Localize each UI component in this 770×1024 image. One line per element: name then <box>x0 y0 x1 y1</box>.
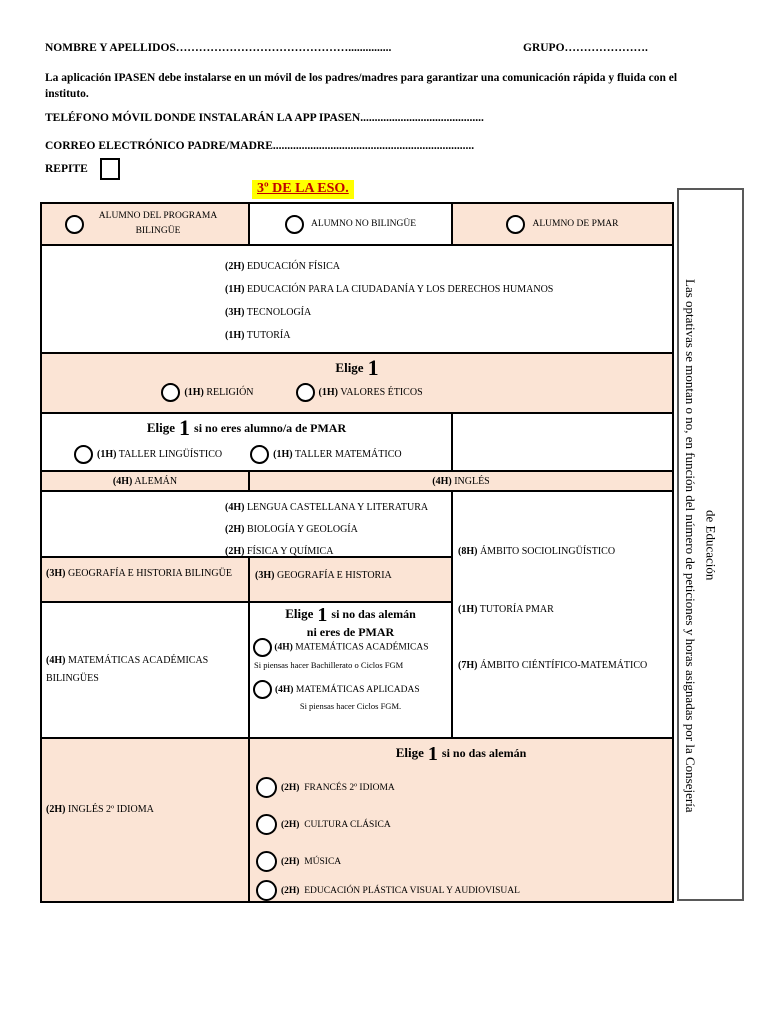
ingles-label: INGLÉS <box>454 475 490 487</box>
elige-taller-cell: Elige 1 si no eres alumno/a de PMAR (1H)… <box>40 412 453 472</box>
name-field-row: NOMBRE Y APELLIDOS……………………………………….......… <box>45 42 391 54</box>
radio-musica[interactable] <box>256 851 277 872</box>
mates-aplicadas-note: Si piensas hacer Ciclos FGM. <box>299 701 402 711</box>
name-blank[interactable]: ………………………………………............... <box>175 42 392 54</box>
option-plastica: (2H) EDUCACIÓN PLÁSTICA VISUAL Y AUDIOVI… <box>256 880 520 901</box>
email-field-row: CORREO ELECTRÓNICO PADRE/MADRE..........… <box>45 140 474 152</box>
subject-ambito-sociolinguistico: (8H) ÁMBITO SOCIOLINGÜÍSTICO <box>458 546 616 557</box>
option-valores-eticos: (1H) VALORES ÉTICOS <box>295 383 423 402</box>
header-cell-no-bilingue: ALUMNO NO BILINGÜE <box>248 202 453 246</box>
radio-alumno-bilingue[interactable] <box>64 214 84 234</box>
taller-options-row: (1H) TALLER LINGÜÍSTICO (1H) TALLER MATE… <box>42 445 451 464</box>
subject-ciudadania: (1H) EDUCACIÓN PARA LA CIUDADANÍA Y LOS … <box>225 284 554 295</box>
radio-alumno-no-bilingue[interactable] <box>284 214 304 234</box>
name-label: NOMBRE Y APELLIDOS <box>45 42 176 54</box>
elige-optativas-cell: Elige 1 si no das alemán (2H) FRANCÉS 2º… <box>248 737 674 903</box>
troncales-cell: (4H) LENGUA CASTELLANA Y LITERATURA (2H)… <box>40 490 453 558</box>
phone-field-row: TELÉFONO MÓVIL DONDE INSTALARÁN LA APP I… <box>45 112 484 124</box>
header-cell-bilingue: ALUMNO DEL PROGRAMA BILINGÜE <box>40 202 250 246</box>
radio-cultura-clasica[interactable] <box>256 814 277 835</box>
option-mates-academicas: (4H) MATEMÁTICAS ACADÉMICAS <box>250 638 451 657</box>
header-label-pmar: ALUMNO DE PMAR <box>532 218 619 229</box>
radio-mates-academicas[interactable] <box>253 638 272 657</box>
geo-cell: (3H) GEOGRAFÍA E HISTORIA <box>248 556 453 603</box>
header-label-bilingue: ALUMNO DEL PROGRAMA BILINGÜE <box>98 211 218 236</box>
subject-lengua: (4H) LENGUA CASTELLANA Y LITERATURA <box>225 502 429 513</box>
radio-valores-eticos[interactable] <box>295 383 315 402</box>
geo-bilingue-cell: (3H) GEOGRAFÍA E HISTORIA BILINGÜE <box>40 556 250 603</box>
subject-ambito-cientifico: (7H) ÁMBITO CIÉNTÍFICO-MATEMÁTICO <box>458 660 648 671</box>
sidebar-note-box: Las optativas se montan o no, en función… <box>677 188 744 901</box>
aleman-band-cell: (4H) ALEMÁN <box>40 470 250 492</box>
subject-fisica-quimica: (2H) FÍSICA Y QUÍMICA <box>225 546 334 557</box>
elige-taller-title: Elige 1 si no eres alumno/a de PMAR <box>146 415 347 440</box>
elige-mates-cell: Elige 1 si no das alemán ni eres de PMAR… <box>248 601 453 739</box>
radio-taller-linguistico[interactable] <box>74 445 93 464</box>
empty-cell <box>451 412 674 472</box>
option-frances: (2H) FRANCÉS 2º IDIOMA <box>256 777 395 798</box>
option-religion: (1H) RELIGIÓN <box>161 383 254 402</box>
common-subjects-cell: (2H) EDUCACIÓN FÍSICA (1H) EDUCACIÓN PAR… <box>40 244 674 354</box>
elige-optativas-title: Elige 1 si no das alemán <box>395 743 527 765</box>
radio-alumno-pmar[interactable] <box>506 214 526 234</box>
subject-tutoria: (1H) TUTORÍA <box>225 330 291 341</box>
elige-religion-title: Elige 1 <box>335 355 379 380</box>
option-mates-aplicadas: (4H) MATEMÁTICAS APLICADAS <box>250 680 451 699</box>
repite-row: REPITE <box>45 158 120 180</box>
repite-checkbox[interactable] <box>99 158 120 180</box>
group-field-row: GRUPO…………………. <box>523 42 648 54</box>
page-title: 3º DE LA ESO. <box>252 180 354 199</box>
pmar-column-cell: (8H) ÁMBITO SOCIOLINGÜÍSTICO (1H) TUTORÍ… <box>451 490 674 739</box>
ingles-band-cell: (4H) INGLÉS <box>248 470 674 492</box>
radio-frances[interactable] <box>256 777 277 798</box>
repite-label: REPITE <box>45 163 88 175</box>
sidebar-note-text: Las optativas se montan o no, en función… <box>682 278 719 813</box>
email-label: CORREO ELECTRÓNICO PADRE/MADRE <box>45 140 273 152</box>
ingles2-cell: (2H) INGLÉS 2º IDIOMA <box>40 737 250 903</box>
subject-educacion-fisica: (2H) EDUCACIÓN FÍSICA <box>225 261 341 272</box>
religion-options-row: (1H) RELIGIÓN (1H) VALORES ÉTICOS <box>42 383 672 402</box>
mate-bilingue-label: MATEMÁTICAS ACADÉMICAS BILINGÜES <box>46 655 209 684</box>
geo-label: GEOGRAFÍA E HISTORIA <box>276 570 392 581</box>
radio-religion[interactable] <box>161 383 181 402</box>
mate-bilingue-cell: (4H) MATEMÁTICAS ACADÉMICAS BILINGÜES <box>40 601 250 739</box>
option-taller-linguistico: (1H) TALLER LINGÜÍSTICO <box>74 445 222 464</box>
elige-mates-title: Elige 1 si no das alemán <box>285 604 416 626</box>
aleman-label: ALEMÁN <box>134 475 178 487</box>
option-cultura-clasica: (2H) CULTURA CLÁSICA <box>256 814 391 835</box>
header-cell-pmar: ALUMNO DE PMAR <box>451 202 674 246</box>
ingles2-label: INGLÉS 2º IDIOMA <box>67 804 154 815</box>
radio-mates-aplicadas[interactable] <box>253 680 272 699</box>
radio-taller-matematico[interactable] <box>250 445 270 464</box>
phone-label: TELÉFONO MÓVIL DONDE INSTALARÁN LA APP I… <box>45 112 361 124</box>
mates-academicas-note: Si piensas hacer Bachillerato o Ciclos F… <box>254 660 404 670</box>
subject-tutoria-pmar: (1H) TUTORÍA PMAR <box>458 604 554 615</box>
geo-bilingue-label: GEOGRAFÍA E HISTORIA BILINGÜE <box>67 568 232 579</box>
option-taller-matematico: (1H) TALLER MATEMÁTICO <box>250 445 402 464</box>
email-blank[interactable]: ........................................… <box>272 140 475 152</box>
subject-tecnologia: (3H) TECNOLOGÍA <box>225 307 312 318</box>
group-label: GRUPO <box>523 42 565 54</box>
elige-religion-cell: Elige 1 (1H) RELIGIÓN (1H) VALORES ÉTICO… <box>40 352 674 414</box>
radio-plastica[interactable] <box>256 880 277 901</box>
header-label-no-bilingue: ALUMNO NO BILINGÜE <box>310 218 416 229</box>
elige-mates-title-line2: ni eres de PMAR <box>306 625 395 639</box>
phone-blank[interactable]: ........................................… <box>360 112 484 124</box>
subject-biologia: (2H) BIOLOGÍA Y GEOLOGÍA <box>225 524 358 535</box>
ipasen-note: La aplicación IPASEN debe instalarse en … <box>45 72 678 101</box>
option-musica: (2H) MÚSICA <box>256 851 341 872</box>
group-blank[interactable]: …………………. <box>564 42 648 54</box>
